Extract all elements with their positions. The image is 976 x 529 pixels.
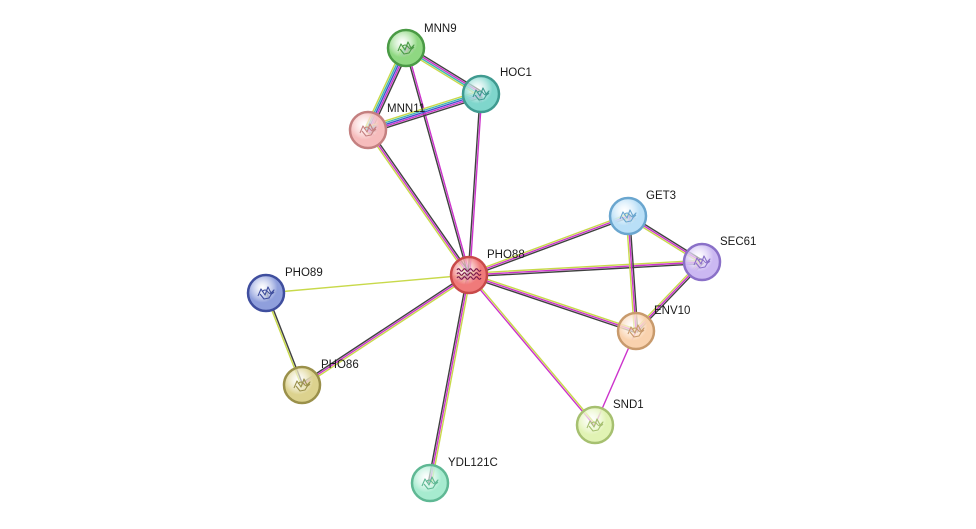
edge-pho88-sec61[interactable]	[468, 259, 703, 278]
node-label-ydl121c: YDL121C	[448, 457, 498, 469]
edge-pho88-env10[interactable]	[467, 272, 638, 334]
protein-structure-icon	[421, 476, 439, 490]
edge-strand	[467, 274, 596, 427]
protein-structure-icon	[693, 255, 711, 269]
edge-strand	[625, 215, 636, 332]
edge-pho88-pho86[interactable]	[300, 272, 471, 388]
edge-strand	[468, 262, 703, 278]
node-label-get3: GET3	[646, 190, 676, 202]
edge-layer	[264, 45, 704, 485]
node-pho86[interactable]: PHO86	[282, 359, 359, 405]
edge-strand	[301, 274, 470, 386]
edge-strand	[368, 128, 472, 275]
node-pho89[interactable]: PHO89	[246, 267, 323, 313]
edge-pho88-snd1[interactable]	[467, 273, 597, 427]
edge-strand	[404, 47, 469, 276]
node-label-mnn9: MNN9	[424, 23, 457, 35]
edge-strand	[367, 129, 470, 276]
edge-strand	[429, 274, 470, 484]
protein-structure-icon	[397, 41, 415, 55]
edge-pho88-mnn9[interactable]	[404, 47, 471, 276]
edge-strand	[366, 91, 482, 130]
edge-strand	[300, 272, 469, 385]
node-hoc1[interactable]: HOC1	[461, 67, 532, 114]
edge-strand	[367, 93, 482, 131]
edge-pho88-get3[interactable]	[467, 213, 630, 278]
edge-strand	[469, 93, 483, 276]
edge-strand	[628, 215, 639, 332]
node-label-mnn11: MNN11	[387, 103, 425, 115]
edge-pho88-ydl121c[interactable]	[427, 273, 472, 485]
edge-strand	[366, 90, 481, 128]
edge-strand	[406, 47, 471, 276]
edge-strand	[302, 275, 471, 388]
node-mnn11[interactable]: MNN11	[348, 103, 425, 150]
node-label-snd1: SND1	[613, 399, 644, 411]
edge-pho88-pho89[interactable]	[265, 274, 470, 294]
edge-strand	[467, 213, 629, 275]
node-label-sec61: SEC61	[720, 236, 756, 248]
node-sec61[interactable]: SEC61	[682, 236, 756, 282]
protein-structure-icon	[293, 378, 311, 392]
node-mnn9[interactable]: MNN9	[386, 23, 457, 68]
node-label-hoc1: HOC1	[500, 67, 532, 79]
edge-strand	[468, 215, 629, 276]
edge-strand	[368, 96, 483, 134]
edge-strand	[468, 274, 637, 332]
edge-strand	[468, 259, 703, 275]
node-env10[interactable]: ENV10	[616, 305, 690, 351]
edge-pho88-hoc1[interactable]	[467, 93, 483, 276]
protein-structure-icon	[359, 123, 377, 137]
protein-structure-icon	[456, 268, 482, 280]
edge-strand	[468, 216, 630, 278]
edge-hoc1-mnn11[interactable]	[366, 90, 483, 134]
node-label-pho88: PHO88	[487, 249, 525, 261]
node-label-env10: ENV10	[654, 305, 690, 317]
node-snd1[interactable]: SND1	[575, 399, 644, 445]
node-pho88[interactable]: PHO88	[449, 249, 525, 295]
edge-pho88-mnn11[interactable]	[365, 128, 472, 277]
protein-structure-icon	[472, 87, 490, 101]
edge-strand	[367, 94, 483, 133]
node-ydl121c[interactable]: YDL121C	[410, 457, 498, 503]
node-label-pho89: PHO89	[285, 267, 323, 279]
node-label-pho86: PHO86	[321, 359, 359, 371]
protein-structure-icon	[586, 418, 604, 432]
edge-strand	[427, 273, 469, 484]
edge-strand	[468, 273, 597, 426]
node-get3[interactable]: GET3	[608, 190, 676, 236]
protein-structure-icon	[627, 324, 645, 338]
edge-strand	[265, 274, 470, 294]
edge-strand	[430, 274, 472, 485]
edge-strand	[467, 93, 481, 276]
edge-strand	[467, 275, 637, 334]
edge-strand	[468, 272, 638, 331]
edge-strand	[468, 261, 703, 276]
edge-strand	[365, 130, 469, 277]
protein-structure-icon	[257, 286, 275, 300]
protein-structure-icon	[619, 209, 637, 223]
